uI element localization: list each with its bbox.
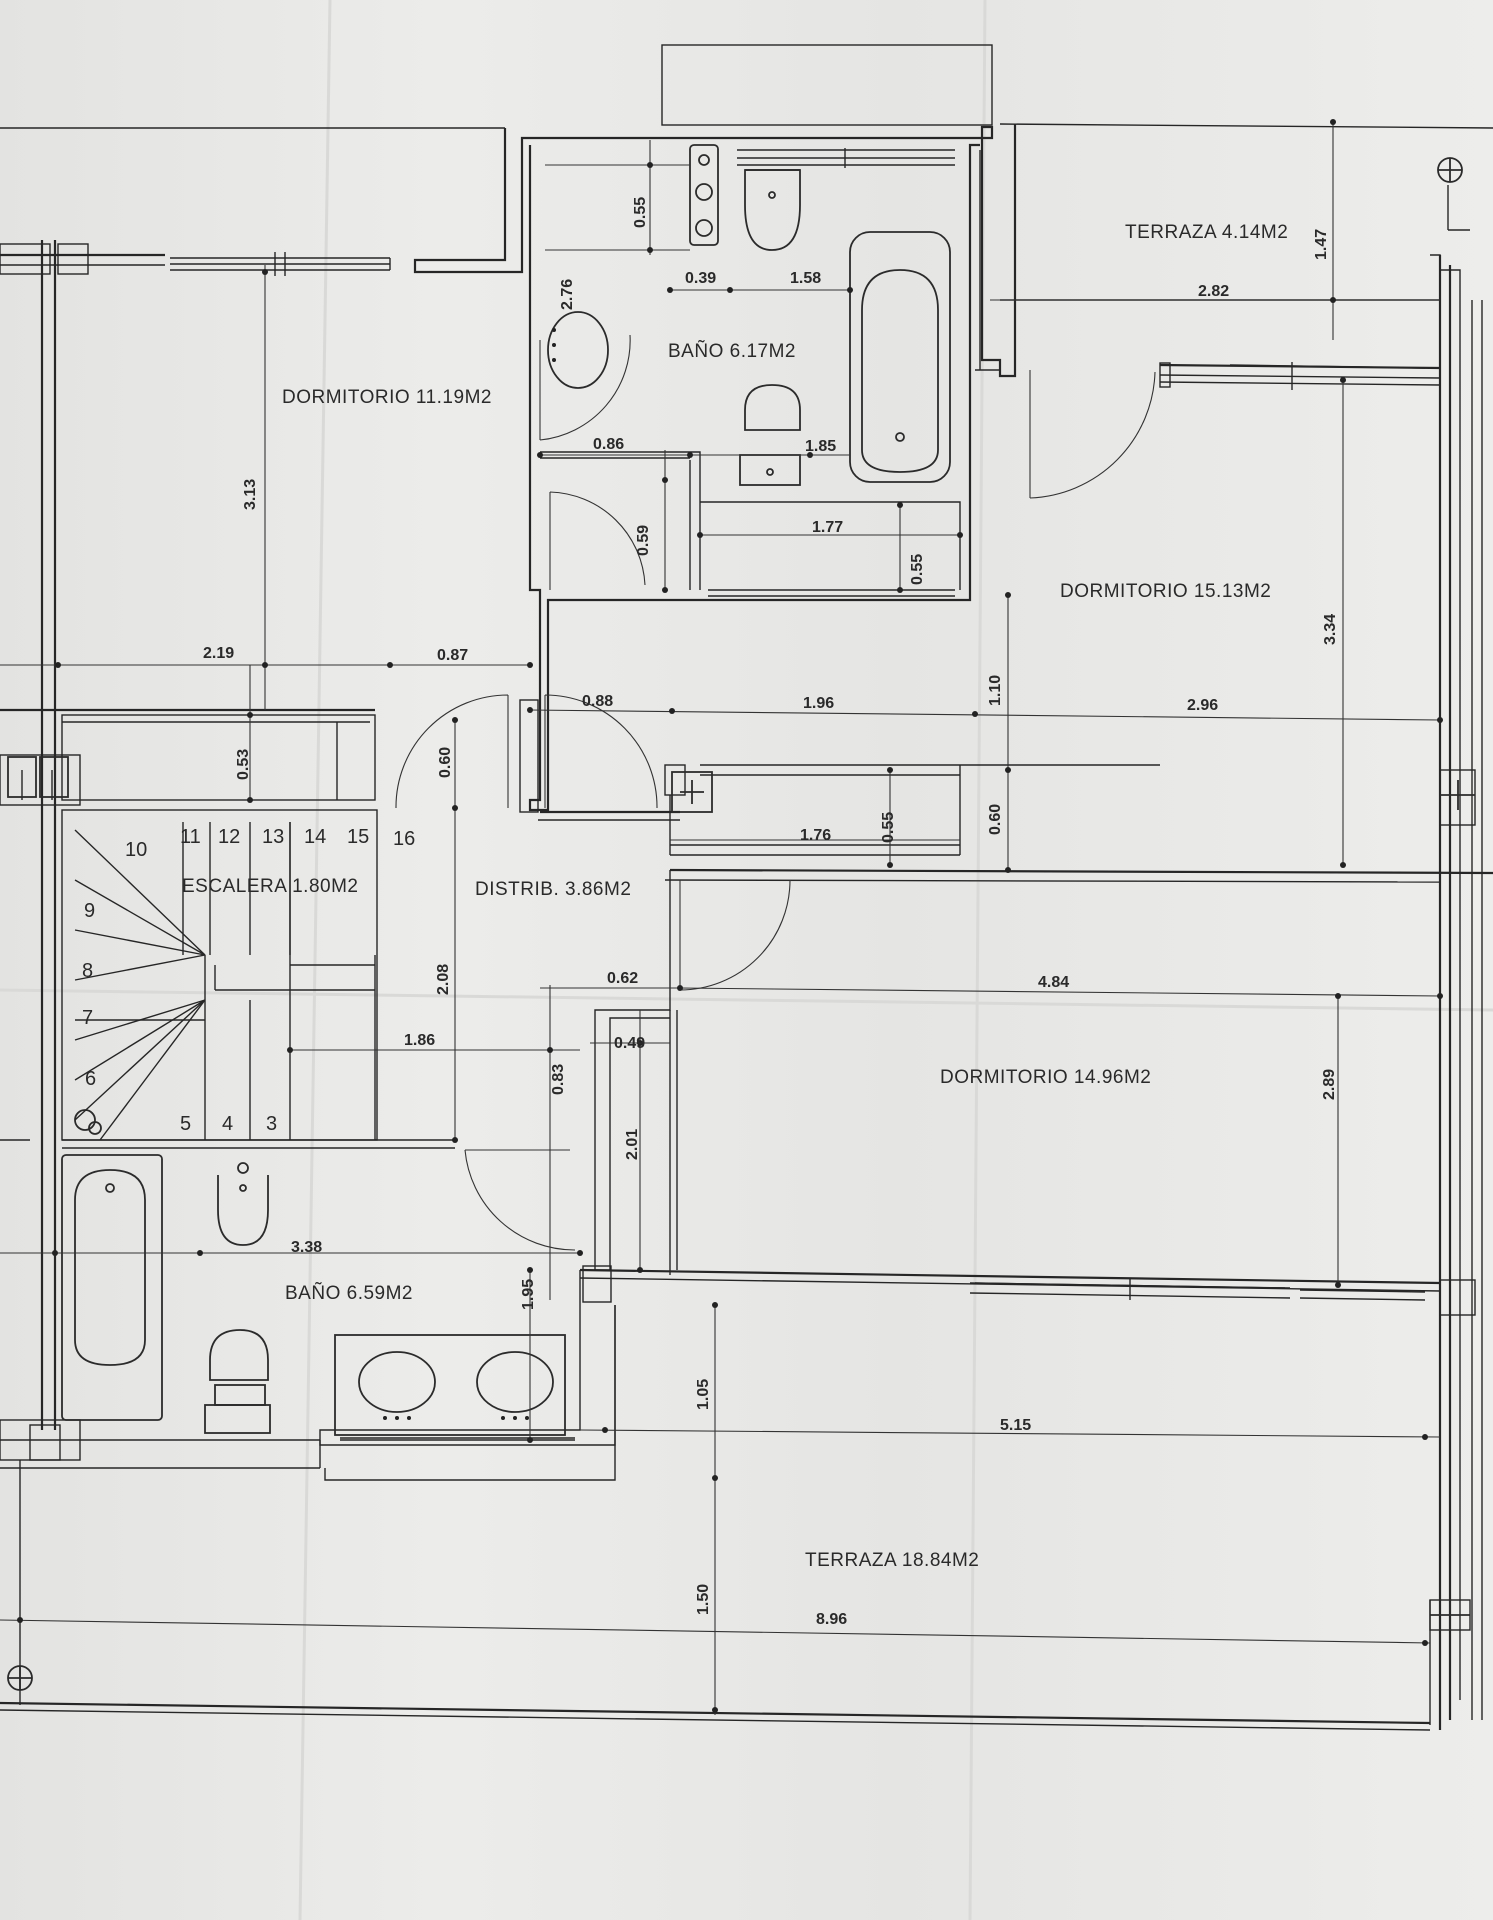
dim-label: 2.19 <box>203 645 234 662</box>
stair-step-number: 6 <box>85 1068 96 1090</box>
dim-label: 1.10 <box>987 675 1004 706</box>
room-label-bano-bottom: BAÑO 6.59M2 <box>285 1282 413 1304</box>
room-label-bano-top: BAÑO 6.17M2 <box>668 340 796 362</box>
dim-label: 0.53 <box>235 749 252 780</box>
dim-label: 1.95 <box>520 1279 537 1310</box>
stair-step-number: 12 <box>218 826 240 848</box>
doors <box>395 334 1156 1251</box>
stair-numbers: 11 12 13 14 15 16 10 9 8 7 6 5 4 3 <box>82 826 415 1135</box>
dim-label: 1.86 <box>404 1032 435 1049</box>
stair-step-number: 13 <box>262 826 284 848</box>
stair-step-number: 7 <box>82 1007 93 1029</box>
stair-step-number: 15 <box>347 826 369 848</box>
dim-label: 0.87 <box>437 647 468 664</box>
dim-label: 1.05 <box>695 1379 712 1410</box>
windows <box>340 148 1426 1441</box>
dim-label: 3.13 <box>242 479 259 510</box>
stair-step-number: 3 <box>266 1113 277 1135</box>
stair-step-number: 10 <box>125 839 147 861</box>
stair-step-number: 14 <box>304 826 326 848</box>
dim-label: 0.86 <box>593 436 624 453</box>
dim-label: 1.76 <box>800 827 831 844</box>
dim-label: 5.15 <box>1000 1417 1031 1434</box>
stair-step-number: 4 <box>222 1113 233 1135</box>
dim-label: 0.60 <box>987 804 1004 835</box>
room-label-dormitorio-mid: DORMITORIO 14.96M2 <box>940 1067 1151 1088</box>
dim-label: 2.96 <box>1187 697 1218 714</box>
stairs <box>74 822 291 1141</box>
dim-label: 2.89 <box>1321 1069 1338 1100</box>
room-label-dormitorio-left: DORMITORIO 11.19M2 <box>282 387 492 408</box>
dim-label: 0.83 <box>550 1064 567 1095</box>
dim-label: 1.47 <box>1313 229 1330 260</box>
dim-label: 3.34 <box>1322 614 1339 645</box>
dimension-lines <box>0 122 1441 1715</box>
dim-label: 0.49 <box>614 1035 645 1052</box>
stair-step-number: 8 <box>82 960 93 982</box>
room-label-terraza-top: TERRAZA 4.14M2 <box>1125 222 1288 243</box>
dim-label: 0.39 <box>685 270 716 287</box>
dim-label: 1.50 <box>695 1584 712 1615</box>
stair-step-number: 9 <box>84 900 95 922</box>
dim-label: 0.59 <box>635 525 652 556</box>
dim-label: 1.96 <box>803 695 834 712</box>
stair-step-number: 5 <box>180 1113 191 1135</box>
room-label-escalera: ESCALERA 1.80M2 <box>182 876 358 897</box>
stair-step-number: 11 <box>180 826 201 848</box>
dim-label: 1.58 <box>790 270 821 287</box>
dim-label: 0.55 <box>880 812 897 843</box>
room-labels: TERRAZA 4.14M2 BAÑO 6.17M2 DORMITORIO 11… <box>182 222 1288 1571</box>
dim-label: 1.85 <box>805 438 836 455</box>
dim-label: 0.88 <box>582 693 613 710</box>
dim-label: 2.01 <box>624 1129 641 1160</box>
dim-label: 4.84 <box>1038 974 1069 991</box>
dimension-labels: 0.55 2.76 0.39 1.58 1.47 2.82 0.86 1.85 … <box>203 197 1339 1628</box>
stair-step-number: 16 <box>393 828 415 850</box>
dim-label: 8.96 <box>816 1611 847 1628</box>
dim-label: 1.77 <box>812 519 843 536</box>
dim-label: 0.55 <box>909 554 926 585</box>
dim-label: 0.60 <box>437 747 454 778</box>
dimension-ticks <box>17 119 1443 1713</box>
dim-label: 2.82 <box>1198 283 1229 300</box>
dim-label: 3.38 <box>291 1239 322 1256</box>
dim-label: 2.76 <box>559 279 576 310</box>
room-label-terraza-bottom: TERRAZA 18.84M2 <box>805 1550 979 1571</box>
fixtures <box>7 144 1475 1691</box>
dim-label: 2.08 <box>435 964 452 995</box>
room-label-dormitorio-right: DORMITORIO 15.13M2 <box>1060 581 1271 602</box>
dim-label: 0.55 <box>632 197 649 228</box>
room-label-distrib: DISTRIB. 3.86M2 <box>475 879 631 900</box>
dim-label: 0.62 <box>607 970 638 987</box>
